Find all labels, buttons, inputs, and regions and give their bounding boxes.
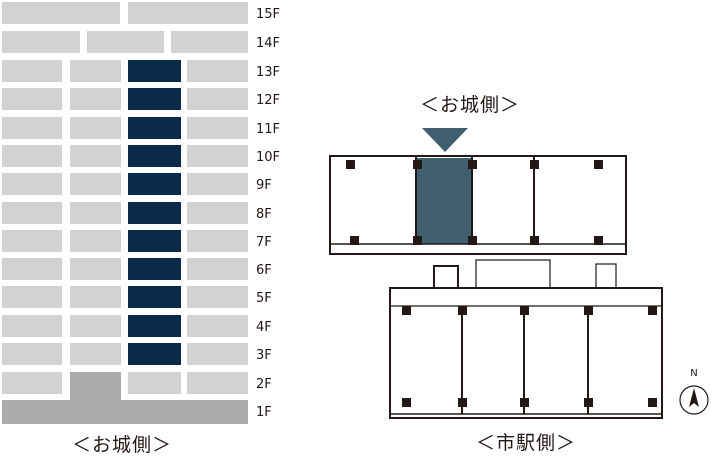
unit-2f-c xyxy=(128,372,181,394)
unit-3f-b xyxy=(70,343,121,365)
floor-label-5f: 5F xyxy=(256,291,272,307)
unit-13f-c xyxy=(128,60,181,82)
unit-3f-c xyxy=(128,343,181,365)
floor-label-11f: 11F xyxy=(256,121,281,137)
floor-label-7f: 7F xyxy=(256,234,272,250)
unit-11f-a xyxy=(2,116,62,139)
north-indicator: N xyxy=(676,368,712,422)
floor-label-6f: 6F xyxy=(256,263,272,279)
unit-5f-a xyxy=(2,286,62,309)
upper-block-outline xyxy=(329,155,627,255)
unit-15f-a xyxy=(2,2,120,24)
unit-6f-a xyxy=(2,258,62,281)
unit-9f-b xyxy=(70,173,121,196)
floor-label-1f: 1F xyxy=(256,405,272,420)
floor-label-2f: 2F xyxy=(256,377,272,392)
unit-9f-d xyxy=(187,173,248,196)
unit-2f-d xyxy=(187,372,248,394)
unit-6f-c xyxy=(128,258,181,281)
unit-7f-b xyxy=(70,229,121,252)
unit-7f-d xyxy=(187,229,248,252)
north-label: N xyxy=(690,368,698,379)
unit-14f-b xyxy=(87,31,164,53)
floor-label-13f: 13F xyxy=(256,65,281,80)
unit-11f-c xyxy=(128,116,181,139)
floor-label-9f: 9F xyxy=(256,178,272,194)
unit-13f-b xyxy=(70,60,121,82)
floor-label-15f: 15F xyxy=(256,7,281,22)
unit-3f-d xyxy=(187,343,248,365)
unit-5f-d xyxy=(187,286,248,309)
unit-2f-a xyxy=(2,372,62,394)
unit-11f-b xyxy=(70,116,121,139)
unit-10f-b xyxy=(70,144,121,167)
unit-5f-b xyxy=(70,286,121,309)
unit-15f-b xyxy=(128,2,248,24)
unit-6f-b xyxy=(70,258,121,281)
unit-2f-lobby xyxy=(70,372,121,402)
floor-label-8f: 8F xyxy=(256,206,272,222)
unit-7f-c xyxy=(128,229,181,252)
unit-8f-c xyxy=(128,201,181,224)
unit-9f-a xyxy=(2,173,62,196)
unit-12f-d xyxy=(187,88,248,111)
unit-10f-a xyxy=(2,144,62,167)
unit-10f-c xyxy=(128,144,181,167)
unit-5f-c xyxy=(128,286,181,309)
highlighted-unit xyxy=(416,158,472,244)
floor-label-12f: 12F xyxy=(256,93,281,109)
floor-stack xyxy=(0,0,300,430)
unit-1f-ground xyxy=(2,400,248,424)
unit-8f-b xyxy=(70,201,121,224)
unit-9f-c xyxy=(128,173,181,196)
floor-label-14f: 14F xyxy=(256,36,281,51)
floor-label-10f: 10F xyxy=(256,149,281,165)
unit-14f-a xyxy=(2,31,80,53)
floor-plan xyxy=(329,128,663,419)
compass-icon xyxy=(679,385,709,415)
stack-caption: ＜お城側＞ xyxy=(72,434,173,456)
unit-7f-a xyxy=(2,229,62,252)
plan-top-caption: ＜お城側＞ xyxy=(420,94,521,116)
unit-4f-c xyxy=(128,314,181,337)
unit-12f-c xyxy=(128,88,181,111)
unit-4f-a xyxy=(2,314,62,337)
unit-13f-a xyxy=(2,60,62,82)
unit-13f-d xyxy=(187,60,248,82)
unit-11f-d xyxy=(187,116,248,139)
floor-label-3f: 3F xyxy=(256,348,272,363)
floor-label-4f: 4F xyxy=(256,319,272,335)
plan-bottom-caption: ＜市駅側＞ xyxy=(476,432,577,454)
unit-6f-d xyxy=(187,258,248,281)
unit-12f-b xyxy=(70,88,121,111)
unit-12f-a xyxy=(2,88,62,111)
unit-4f-b xyxy=(70,314,121,337)
unit-14f-c xyxy=(171,31,248,53)
unit-8f-a xyxy=(2,201,62,224)
unit-4f-d xyxy=(187,314,248,337)
unit-8f-d xyxy=(187,201,248,224)
unit-10f-d xyxy=(187,144,248,167)
view-direction-arrow xyxy=(422,128,468,152)
unit-3f-a xyxy=(2,343,62,365)
